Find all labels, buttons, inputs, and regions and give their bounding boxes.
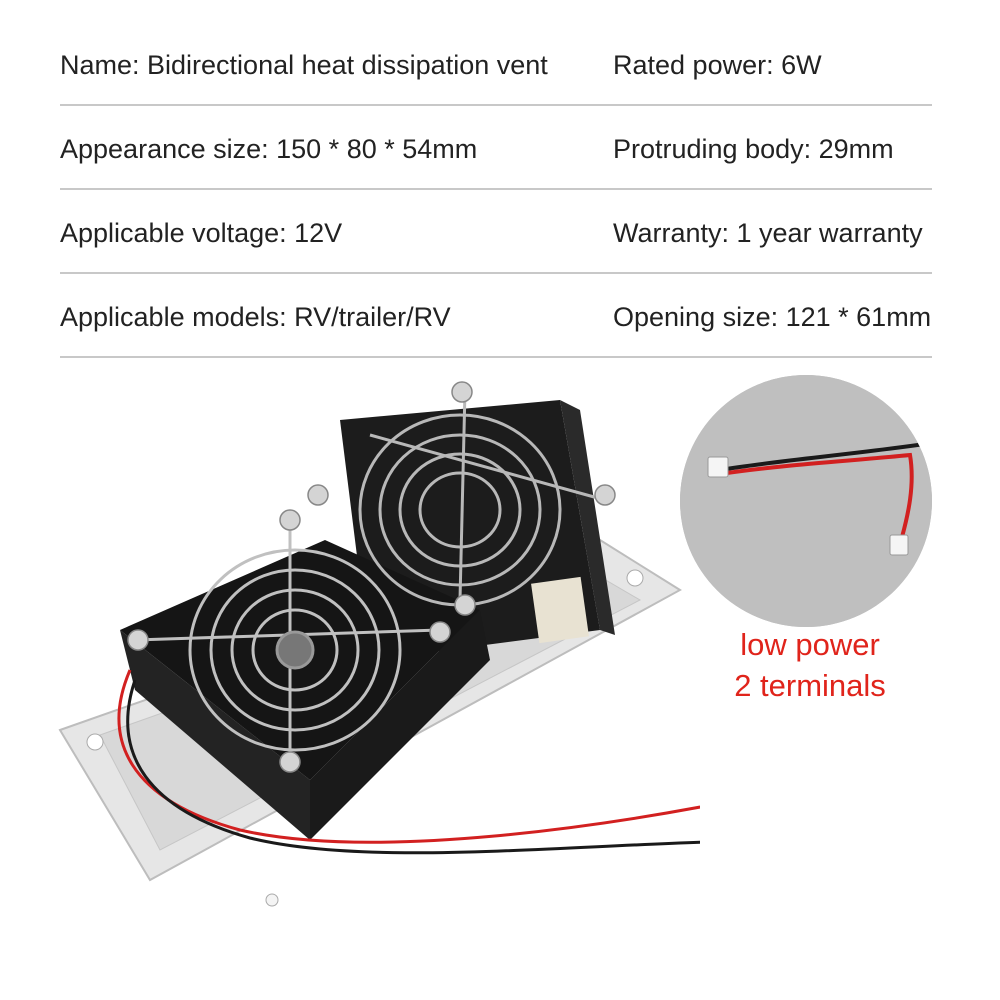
connector-socket-icon	[889, 534, 909, 556]
callout-line-2: 2 terminals	[734, 668, 886, 703]
spec-applicable-voltage: Applicable voltage: 12V	[60, 218, 343, 248]
spec-protruding-body: Protruding body: 29mm	[613, 134, 894, 164]
screws	[127, 381, 616, 773]
connector-inset-image	[680, 375, 932, 627]
spec-row: Appearance size: 150 * 80 * 54mm Protrud…	[60, 106, 932, 190]
spec-rated-power: Rated power: 6W	[613, 50, 822, 80]
spec-warranty: Warranty: 1 year warranty	[613, 218, 923, 248]
fan-grill-front	[134, 520, 441, 760]
spec-row: Name: Bidirectional heat dissipation ven…	[60, 22, 932, 106]
spec-row: Applicable voltage: 12V Warranty: 1 year…	[60, 190, 932, 274]
spec-row: Applicable models: RV/trailer/RV Opening…	[60, 274, 932, 358]
connector-plug-icon	[707, 456, 729, 478]
callout-line-1: low power	[740, 627, 880, 662]
product-image	[58, 381, 700, 907]
spec-opening-size: Opening size: 121 * 61mm	[613, 302, 932, 332]
spec-name: Name: Bidirectional heat dissipation ven…	[60, 50, 548, 80]
callout-caption: low power 2 terminals	[690, 624, 930, 706]
spec-applicable-models: Applicable models: RV/trailer/RV	[60, 302, 451, 332]
spec-table: Name: Bidirectional heat dissipation ven…	[60, 22, 932, 358]
spec-appearance-size: Appearance size: 150 * 80 * 54mm	[60, 134, 478, 164]
power-wires	[117, 669, 700, 855]
